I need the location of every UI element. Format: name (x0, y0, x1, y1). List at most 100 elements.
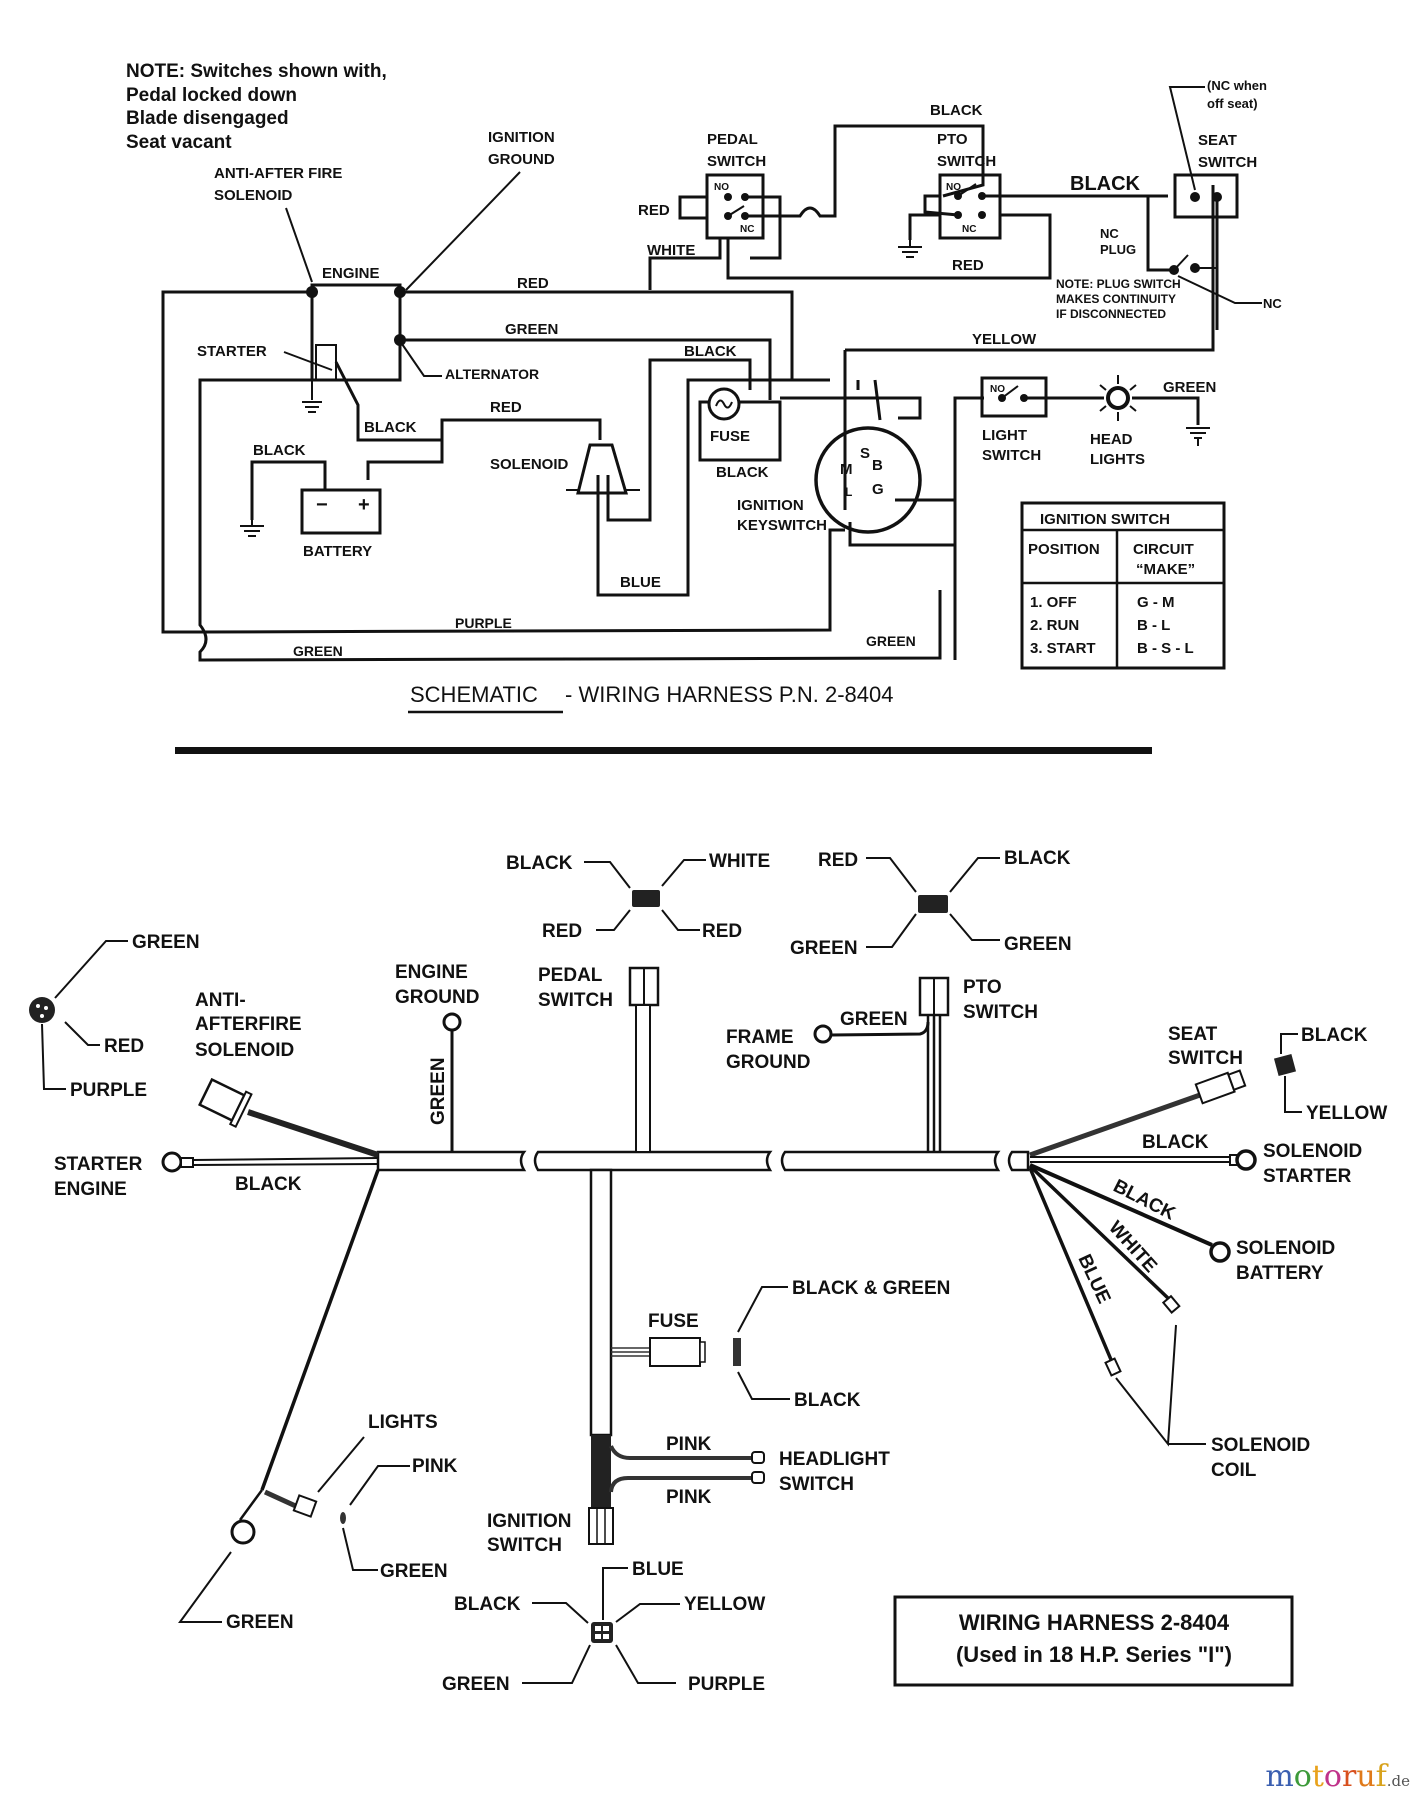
nc-off-seat-label: (NC when (1207, 78, 1267, 93)
ring-terminal-icon (442, 1012, 462, 1032)
solenoid-battery-label: SOLENOID (1236, 1238, 1335, 1259)
solenoid-coil-label: COIL (1211, 1460, 1257, 1481)
nc-plug-label: NC (1100, 226, 1119, 241)
table-header-circuit: “MAKE” (1136, 561, 1195, 578)
harness-branch-ignition (589, 1168, 613, 1437)
connector-3pin-icon (29, 997, 55, 1023)
wire-blue (596, 378, 830, 597)
wire-label-black: BLACK (454, 1594, 521, 1615)
wire-label-black: BLACK (506, 853, 573, 874)
battery-minus: − (316, 494, 328, 516)
light-switch-label: LIGHT (982, 427, 1027, 444)
wire-red-pto (726, 213, 1052, 280)
wire-starter-black (192, 1157, 379, 1166)
contact-dot (978, 211, 986, 219)
seat-switch-label: SEAT (1198, 132, 1237, 149)
light-rays (1099, 375, 1137, 421)
seat-switch-connector-icon (1194, 1069, 1247, 1105)
harness-title-box: WIRING HARNESS 2-8404 (Used in 18 H.P. S… (893, 1595, 1294, 1687)
arrow-line (1168, 86, 1205, 191)
ring-terminal-icon (230, 1519, 256, 1545)
arrow-line (285, 207, 313, 283)
callout-lines (866, 857, 1000, 948)
wire-label-black: BLACK (794, 1390, 861, 1411)
no-label: NO (990, 384, 1005, 395)
head-lights-label: HEAD (1090, 431, 1133, 448)
wire-black-pto (745, 124, 985, 218)
logo-letter: o (1293, 1759, 1312, 1794)
plug-note: MAKES CONTINUITY (1056, 292, 1176, 306)
callout-line (317, 1436, 365, 1493)
wire-label-red: RED (702, 921, 742, 942)
plug-note: NOTE: PLUG SWITCH (1056, 277, 1181, 291)
logo-letter: r (1341, 1759, 1357, 1794)
harness-box-subtitle: (Used in 18 H.P. Series "I") (956, 1642, 1232, 1667)
wire-label-green: GREEN (866, 633, 916, 649)
wire-label-black-green: BLACK & GREEN (792, 1278, 950, 1299)
harness-drawing: GREEN RED PURPLE ANTI- AFTERFIRE SOLENOI… (29, 848, 1387, 1695)
pedal-switch-label: PEDAL (707, 131, 758, 148)
ignition-keyswitch-label: KEYSWITCH (737, 517, 827, 534)
section-divider (175, 747, 1152, 754)
plug-note: IF DISCONNECTED (1056, 307, 1166, 321)
starter-engine-label: STARTER (54, 1154, 143, 1175)
ignition-switch-connector-icon (588, 1507, 614, 1545)
wire-pto-switch (926, 1015, 942, 1152)
wire-label-black: BLACK (716, 464, 769, 481)
table-title: IGNITION SWITCH (1040, 511, 1170, 528)
wire-label-black: BLACK (930, 102, 983, 119)
wire-solenoid-black (606, 358, 752, 522)
contact-dot (1190, 192, 1200, 202)
ignition-switch-label: IGNITION (487, 1511, 571, 1532)
ground-icon (240, 520, 264, 537)
motoruf-logo: motoruf.de (1265, 1759, 1410, 1794)
wire-label-green: GREEN (293, 643, 343, 659)
wire-label-green: GREEN (380, 1561, 448, 1582)
head-lights-label: LIGHTS (1090, 451, 1145, 468)
wire-label-black: BLACK (1070, 173, 1141, 195)
wire-nc-plug (1146, 196, 1172, 272)
wire-label-red: RED (490, 399, 522, 416)
solenoid-battery-label: BATTERY (1236, 1263, 1324, 1284)
callout-lines (342, 1465, 410, 1571)
ring-terminal-icon (161, 1151, 183, 1173)
wire-label-pink: PINK (666, 1434, 712, 1455)
key-terminal-s: S (860, 445, 870, 462)
pedal-switch-label: SWITCH (538, 990, 613, 1011)
switch-blade (1173, 254, 1217, 271)
switch-state-note: NOTE: Switches shown with, Pedal locked … (126, 61, 387, 153)
frame-ground-label: FRAME (726, 1027, 794, 1048)
logo-letter: o (1323, 1759, 1342, 1794)
anti-after-fire-label: ANTI-AFTER FIRE (214, 165, 342, 182)
ignition-switch-label: SWITCH (487, 1535, 562, 1556)
ring-terminal-icon (1235, 1149, 1257, 1171)
nc-label: NC (1263, 296, 1282, 311)
pedal-switch-label: PEDAL (538, 965, 603, 986)
table-cell-circuit: B - L (1137, 617, 1170, 634)
anti-afterfire-label: AFTERFIRE (195, 1014, 302, 1035)
fuse-label: FUSE (648, 1311, 699, 1332)
seat-switch-label: SWITCH (1198, 154, 1257, 171)
arrow-line (405, 171, 521, 291)
wire-label-red: RED (542, 921, 582, 942)
wire-purple-loop (161, 290, 312, 634)
key-terminal-g: G (872, 481, 884, 498)
wire-pedal-loop (745, 195, 782, 260)
wire-green-loop (198, 378, 942, 662)
wire-red-top (400, 290, 794, 380)
note-line: Seat vacant (126, 132, 232, 153)
solenoid-icon (576, 443, 628, 495)
wire-solenoid-starter (1030, 1156, 1230, 1163)
logo-suffix: .de (1386, 1772, 1410, 1790)
ring-terminal-icon (1209, 1241, 1231, 1263)
anti-afterfire-connector-icon (198, 1077, 253, 1129)
wire-label-green: GREEN (840, 1009, 908, 1030)
wire-label-purple: PURPLE (455, 615, 512, 631)
wire-label-green: GREEN (132, 932, 200, 953)
wire-label-white: WHITE (709, 851, 770, 872)
battery-icon (300, 488, 382, 535)
wire-pink (609, 1445, 752, 1460)
ring-terminal-icon (813, 1024, 833, 1044)
wire-label-black: BLACK (253, 442, 306, 459)
